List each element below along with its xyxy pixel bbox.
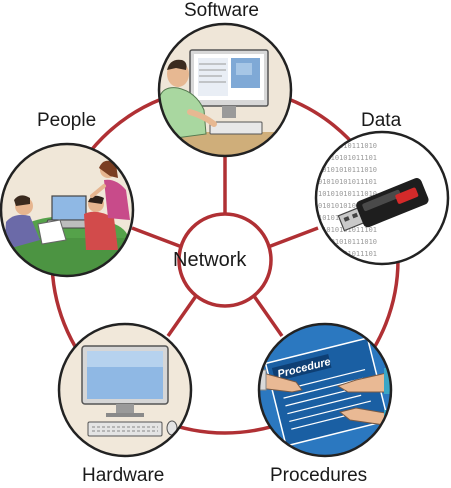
procedures-label: Procedures <box>270 465 368 486</box>
people-node <box>0 142 135 278</box>
software-keyboard-icon <box>209 121 263 135</box>
spoke-data <box>267 226 319 249</box>
spoke-hardware <box>166 294 198 338</box>
binary-text-line: 01010101011101 <box>318 154 377 162</box>
people-label: People <box>37 110 97 131</box>
spoke-procedures <box>252 294 284 338</box>
binary-text-line: 01010101011101 <box>318 202 377 210</box>
binary-text-line: 10101010111010 <box>318 142 377 150</box>
hardware-label: Hardware <box>82 465 165 486</box>
usb-drive-icon <box>337 178 429 232</box>
binary-text-line: 10101010111010 <box>318 190 377 198</box>
network-node <box>177 212 273 308</box>
binary-text-line: 01010101011101 <box>318 178 377 186</box>
binary-text-line: 10101010111010 <box>318 166 377 174</box>
procedures-node: Procedure <box>257 322 393 458</box>
spoke-people <box>131 226 183 249</box>
network-label: Network <box>173 249 247 271</box>
data-label: Data <box>361 110 402 131</box>
spokes <box>131 156 319 338</box>
keyboard-icon <box>87 421 163 437</box>
software-label: Software <box>184 0 259 21</box>
laptop-icon <box>51 195 87 221</box>
data-node: 10101010111010 01010101011101 1010101011… <box>314 130 450 266</box>
binary-text-line: 10101010111010 <box>318 238 377 246</box>
software-node <box>157 22 293 158</box>
hardware-node <box>57 322 193 458</box>
computer-monitor-icon <box>81 345 169 417</box>
